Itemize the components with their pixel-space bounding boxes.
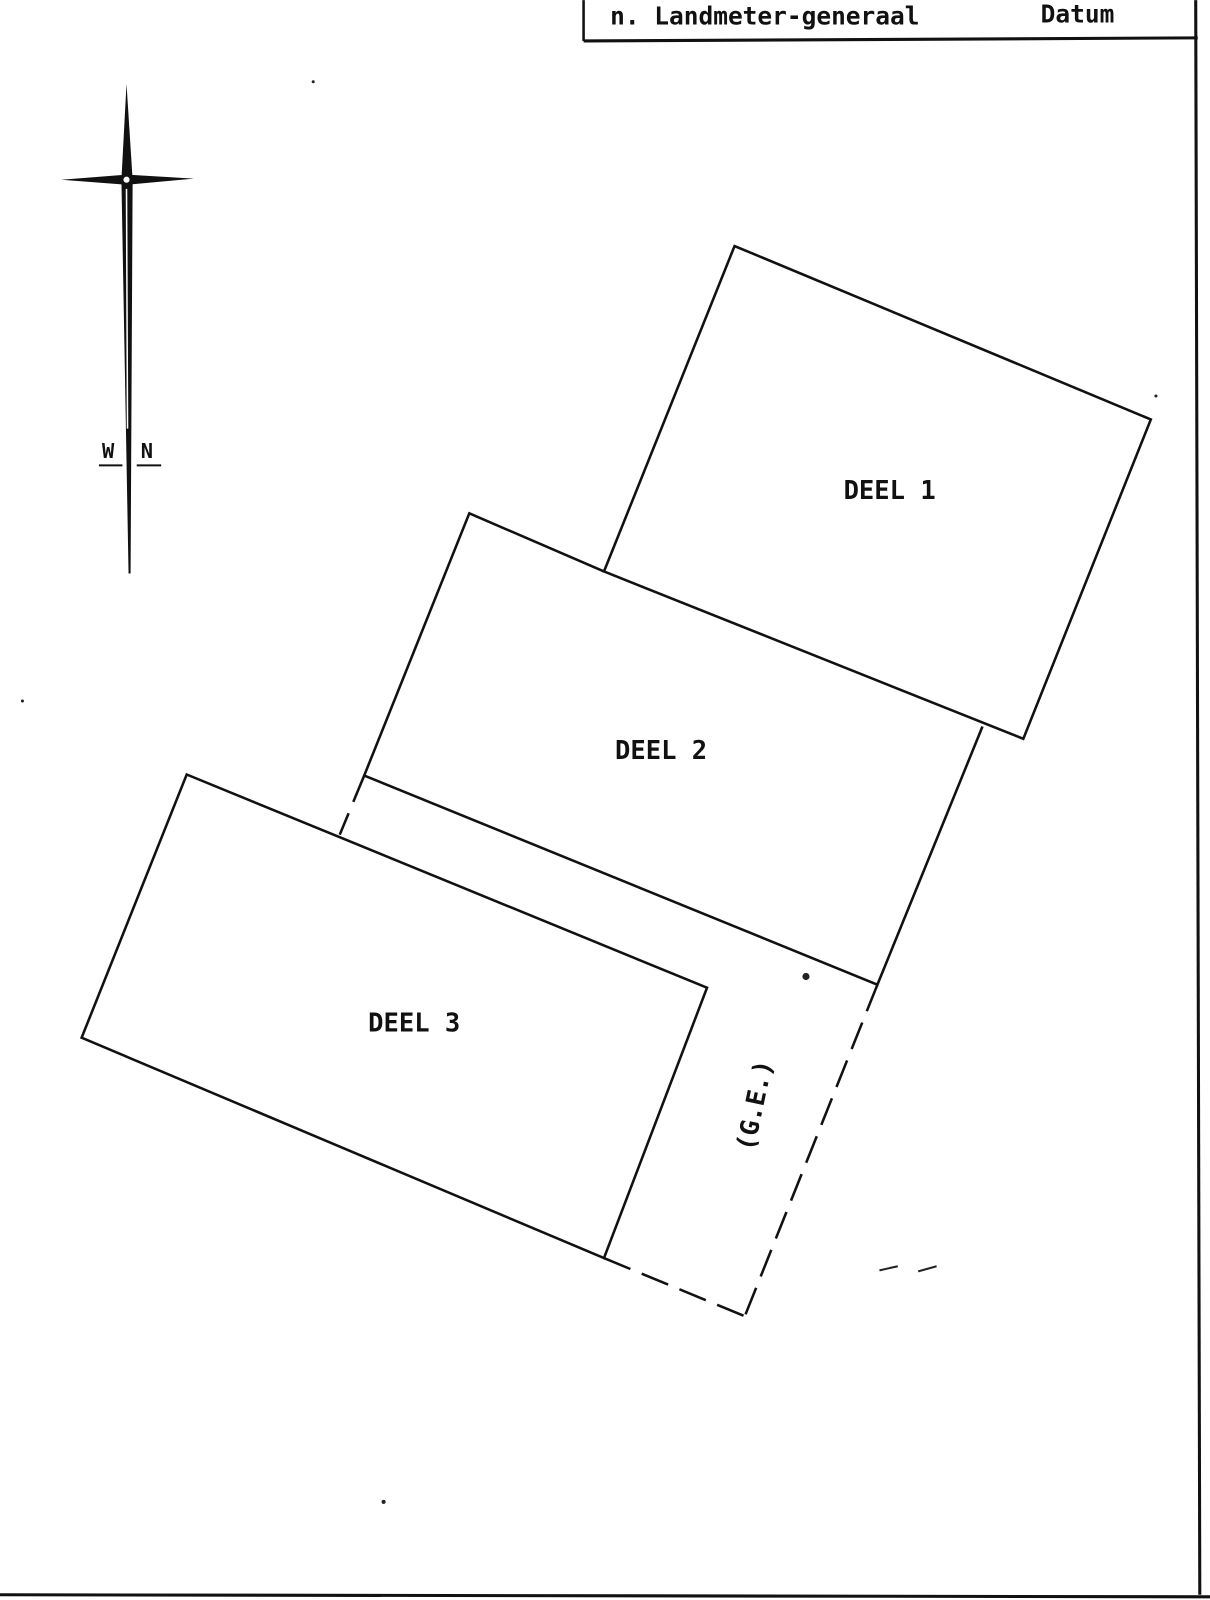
north-arrow-icon (61, 83, 194, 574)
easement-boundary (338, 775, 879, 1318)
parcel-deel-1 (602, 244, 1153, 741)
header-box-bottom-border (583, 36, 1198, 43)
scan-specks (20, 80, 1158, 1504)
compass-north-label: N (141, 439, 153, 463)
easement-label: (G.E.) (731, 1057, 779, 1153)
parcel-label-deel-3: DEEL 3 (368, 1009, 460, 1039)
date-label: Datum (1041, 0, 1115, 29)
parcel-label-deel-2: DEEL 2 (615, 736, 707, 766)
signature-label: n. Landmeter-generaal (610, 2, 919, 31)
parcel-label-deel-1: DEEL 1 (844, 476, 936, 506)
compass-west-label: W (102, 439, 115, 463)
page-bottom-border (0, 1593, 1210, 1599)
page-right-border (1194, 0, 1202, 1595)
